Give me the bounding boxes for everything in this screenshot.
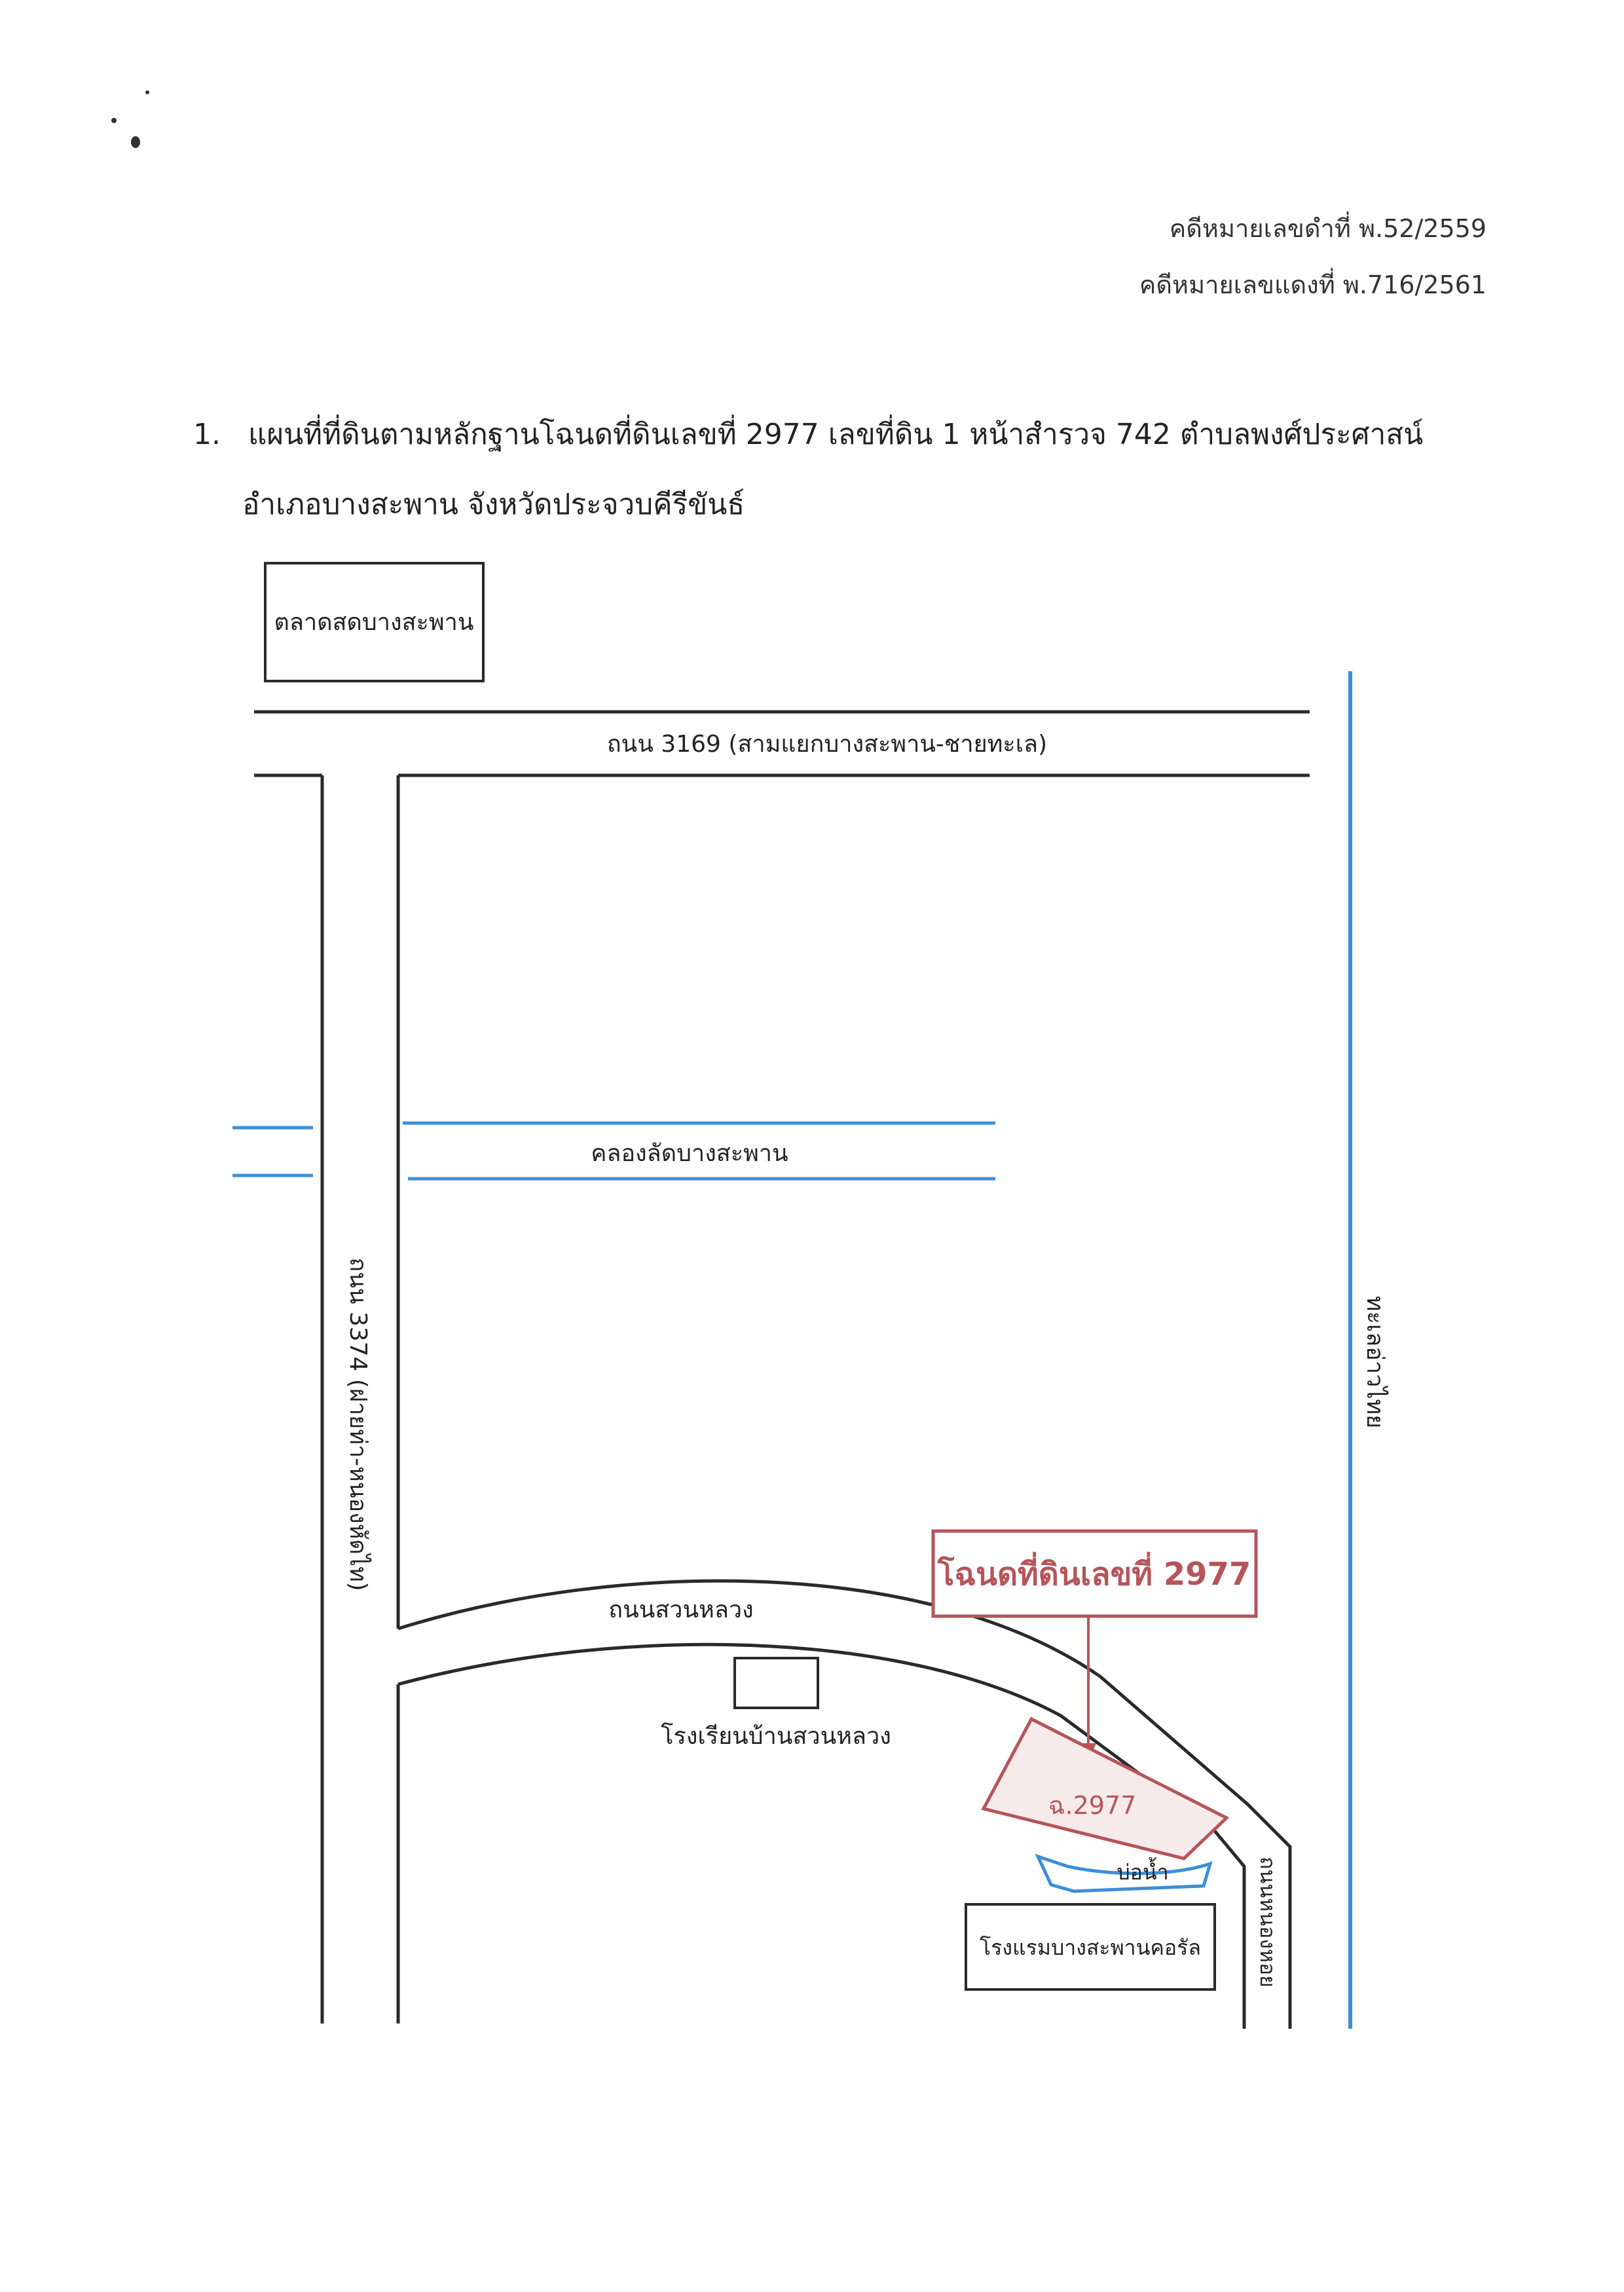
hotel-box	[965, 1903, 1216, 1991]
canal-label: คลองลัดบางสะพาน	[591, 1140, 788, 1167]
road-suan-luang-bottom-edge	[397, 1642, 1246, 2029]
hotel-label: โรงแรมบางสะพานคอรัล	[980, 1935, 1201, 1960]
road-suan-luang-top-edge	[397, 1579, 1292, 2029]
heading-line-2: อำเภอบางสะพาน จังหวัดประจวบคีรีขันธ์	[242, 488, 745, 521]
scan-speck	[145, 90, 149, 94]
market-label: ตลาดสดบางสะพาน	[274, 609, 474, 636]
heading-line-1: 1. แผนที่ที่ดินตามหลักฐานโฉนดที่ดินเลขที…	[193, 411, 1423, 457]
black-case-number: คดีหมายเลขดำที่ พ.52/2559	[1169, 214, 1486, 243]
parcel-2977	[981, 1716, 1230, 1860]
deed-callout-label: โฉนดที่ดินเลขที่ 2977	[937, 1551, 1251, 1593]
heading-text-1: แผนที่ที่ดินตามหลักฐานโฉนดที่ดินเลขที่ 2…	[248, 418, 1424, 451]
heading-number: 1.	[193, 418, 221, 451]
scan-speck	[131, 136, 140, 148]
deed-callout-box	[931, 1529, 1258, 1618]
scan-speck	[111, 118, 117, 123]
road-3169-label: ถนน 3169 (สามแยกบางสะพาน-ชายทะเล)	[607, 731, 1047, 758]
market-box	[264, 562, 485, 682]
red-case-number: คดีหมายเลขแดงที่ พ.716/2561	[1139, 270, 1486, 299]
road-suan-luang-label: ถนนสวนหลวง	[608, 1597, 753, 1623]
road-3374-label: ถนน 3374 (ฝายท่า-หนองหัดไท)	[344, 1257, 372, 1591]
school-label: โรงเรียนบ้านสวนหลวง	[661, 1722, 891, 1750]
parcel-label: ฉ.2977	[1048, 1791, 1137, 1820]
school-building	[733, 1657, 819, 1709]
pond-label: บ่อน้ำ	[1116, 1857, 1168, 1885]
gulf-label: ทะเลอ่าวไทย	[1361, 1296, 1389, 1428]
pond	[1035, 1853, 1213, 1893]
road-nong-hoi-label: ถนนหนองหอย	[1255, 1857, 1280, 1987]
